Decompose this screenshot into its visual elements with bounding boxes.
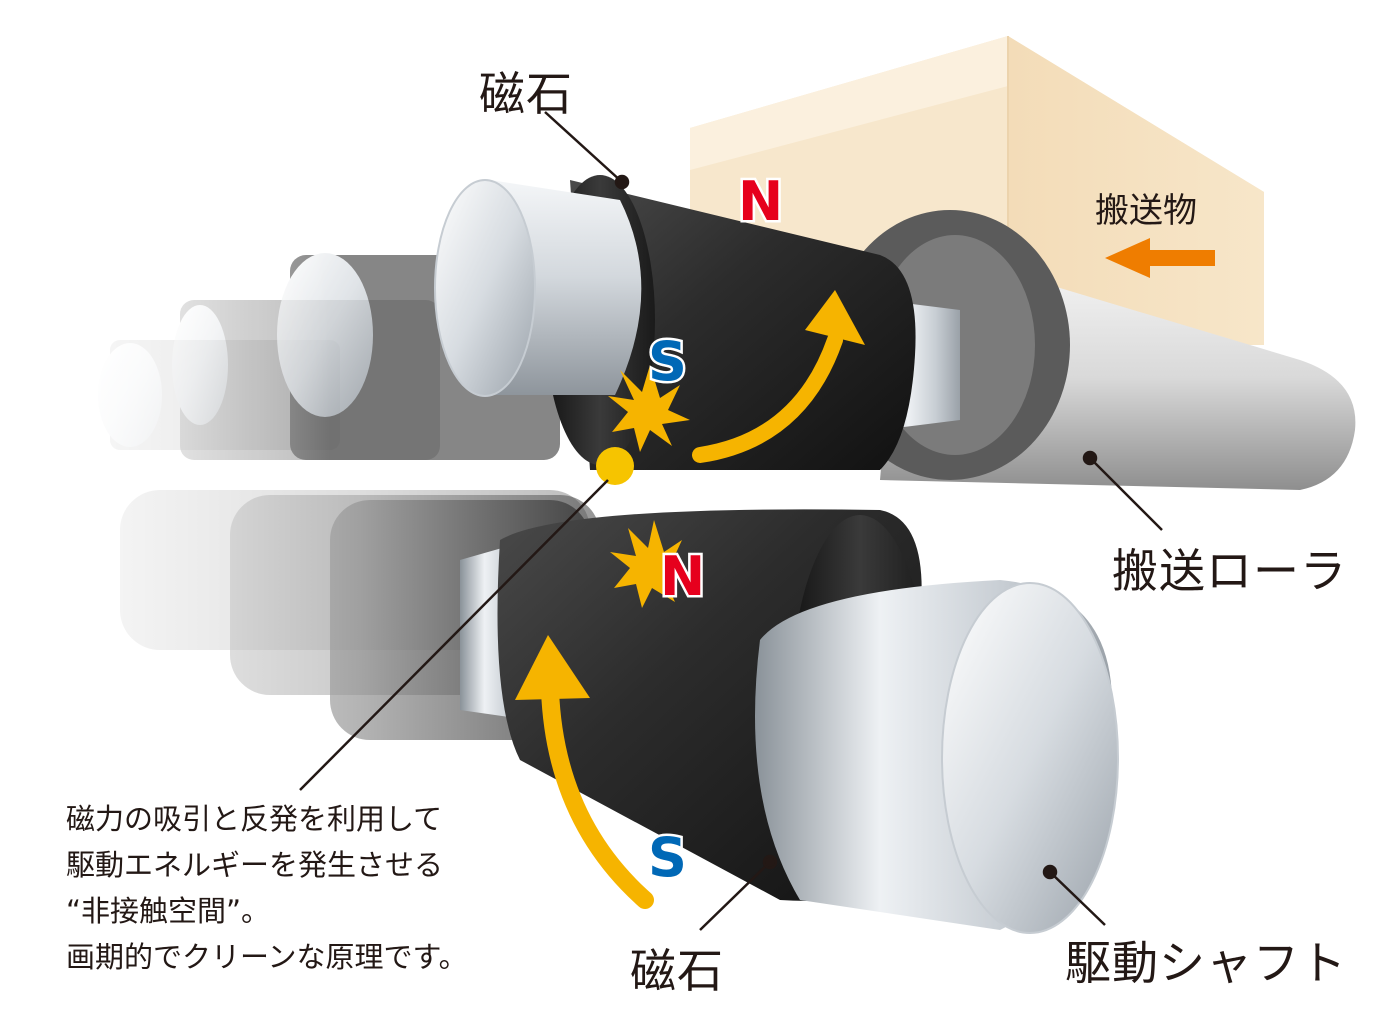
caption-line-1: 磁力の吸引と反発を利用して (66, 802, 443, 836)
pole-north-bottom: N (657, 543, 707, 611)
repulsion-spark-top (608, 365, 690, 452)
rotation-arrow-top (692, 290, 865, 463)
gap-marker (596, 447, 634, 485)
pole-south-bottom: S (646, 824, 690, 892)
transport-roller (434, 175, 1356, 490)
magnet-bottom-label: 磁石 (630, 944, 724, 998)
caption-line-4: 画期的でクリーンな原理です。 (66, 940, 468, 974)
caption-line-3: “非接触空間”。 (66, 894, 271, 928)
rotation-arrow-bottom (515, 635, 654, 909)
fade-overlay (0, 150, 330, 480)
principle-caption: 磁力の吸引と反発を利用して 駆動エネルギーを発生させる “非接触空間”。 画期的… (66, 796, 468, 980)
direction-arrow (1105, 238, 1215, 278)
transport-roller-label: 搬送ローラ (1112, 544, 1347, 598)
pole-north-top: N (735, 168, 785, 236)
repulsion-spark-bottom (610, 520, 692, 608)
drive-shaft-assembly (460, 509, 1119, 934)
pole-south-top: S (646, 328, 690, 396)
caption-line-2: 駆動エネルギーを発生させる (66, 848, 444, 882)
leader-lines (299, 111, 1163, 931)
transported-item-label: 搬送物 (1095, 191, 1197, 231)
drive-shaft-label: 駆動シャフト (1065, 936, 1347, 990)
magnet-top-label: 磁石 (479, 67, 573, 121)
